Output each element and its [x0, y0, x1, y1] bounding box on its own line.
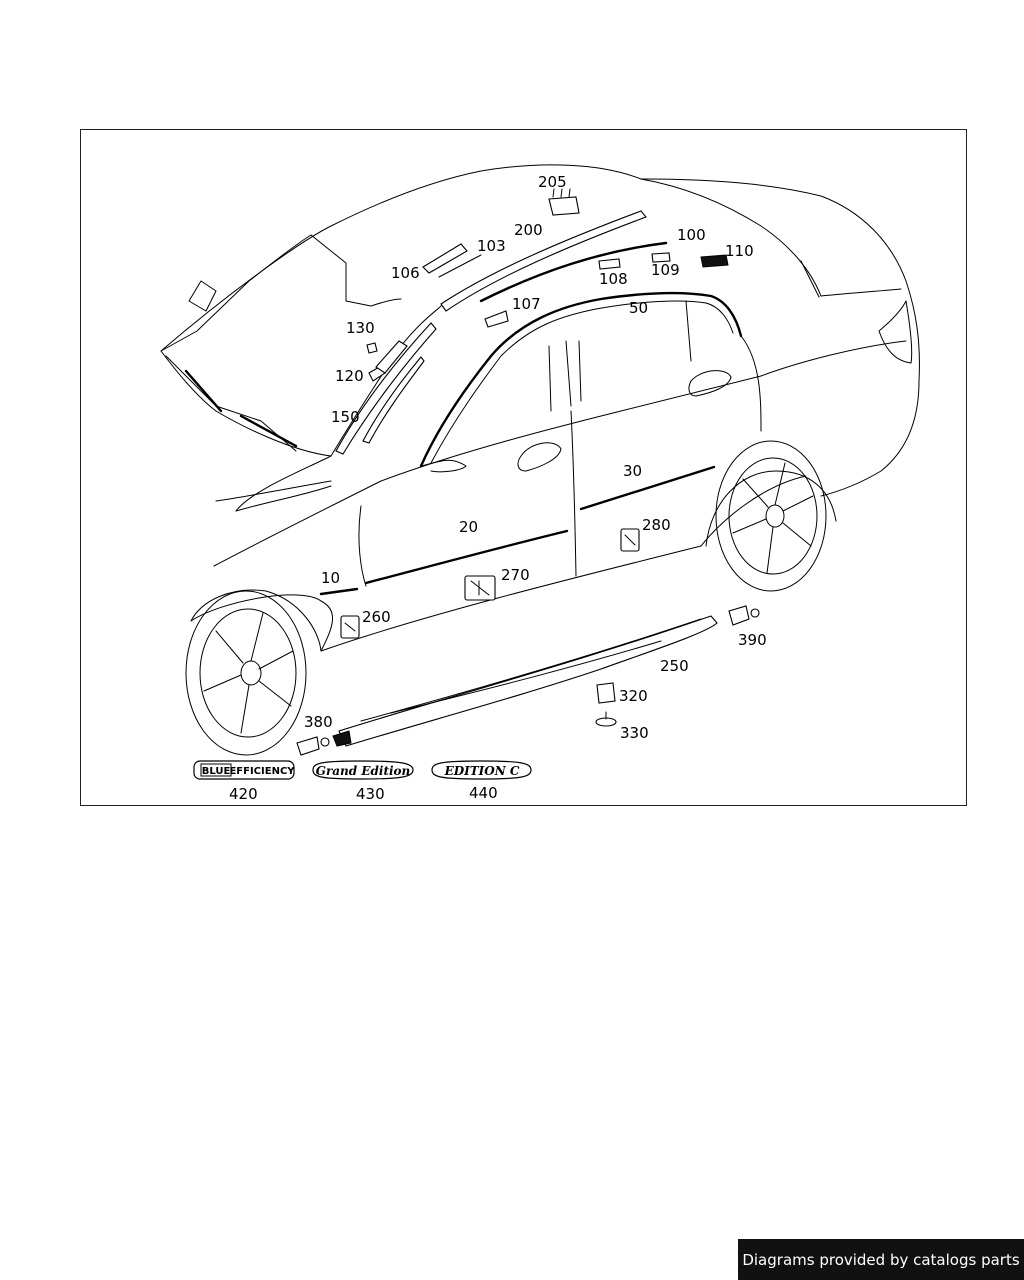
- callout-270: 270: [501, 566, 530, 584]
- emblem-440: EDITION C: [431, 760, 532, 780]
- callout-107: 107: [512, 295, 541, 313]
- rear-wheel: [705, 440, 837, 592]
- emblem-430: Grand Edition: [312, 760, 414, 780]
- blue-efficiency-box-text: BLUE: [202, 766, 231, 777]
- callout-109: 109: [651, 261, 680, 279]
- callout-420: 420: [229, 785, 258, 803]
- grand-edition-text: Grand Edition: [316, 764, 411, 778]
- car-body-outline: [160, 164, 920, 652]
- footer-credit: Diagrams provided by catalogs parts: [738, 1239, 1024, 1280]
- callout-20: 20: [459, 518, 478, 536]
- callout-30: 30: [623, 462, 642, 480]
- side-skirt-250: [338, 615, 718, 747]
- parts-diagram-frame: BLUE EFFICIENCY Grand Edition EDITION C …: [80, 129, 967, 806]
- door-moulding-30: [579, 465, 716, 511]
- callout-260: 260: [362, 608, 391, 626]
- front-wheel: [185, 589, 322, 756]
- callout-280: 280: [642, 516, 671, 534]
- callout-200: 200: [514, 221, 543, 239]
- callout-50: 50: [629, 299, 648, 317]
- callout-150: 150: [331, 408, 360, 426]
- emblem-420: BLUE EFFICIENCY: [193, 760, 295, 780]
- callout-430: 430: [356, 785, 385, 803]
- callout-320: 320: [619, 687, 648, 705]
- roof-trim-200: [440, 210, 647, 312]
- callout-labels: 205 200 103 106 100 110 108 109 107 50 1…: [229, 173, 767, 803]
- fender-moulding-10: [319, 587, 359, 596]
- callout-440: 440: [469, 784, 498, 802]
- callout-110: 110: [725, 242, 754, 260]
- door-moulding-20: [364, 529, 569, 585]
- roof-trim-parts: [319, 188, 729, 596]
- callout-120: 120: [335, 367, 364, 385]
- callout-380: 380: [304, 713, 333, 731]
- callout-10: 10: [321, 569, 340, 587]
- blue-efficiency-text: EFFICIENCY: [229, 766, 295, 777]
- callout-390: 390: [738, 631, 767, 649]
- callout-250: 250: [660, 657, 689, 675]
- callout-108: 108: [599, 270, 628, 288]
- callout-103: 103: [477, 237, 506, 255]
- callout-100: 100: [677, 226, 706, 244]
- callout-130: 130: [346, 319, 375, 337]
- callout-106: 106: [391, 264, 420, 282]
- callout-205: 205: [538, 173, 567, 191]
- sill-and-badges: [296, 528, 760, 756]
- car-exploded-diagram: BLUE EFFICIENCY Grand Edition EDITION C …: [160, 164, 920, 803]
- callout-330: 330: [620, 724, 649, 742]
- edition-c-text: EDITION C: [444, 764, 520, 778]
